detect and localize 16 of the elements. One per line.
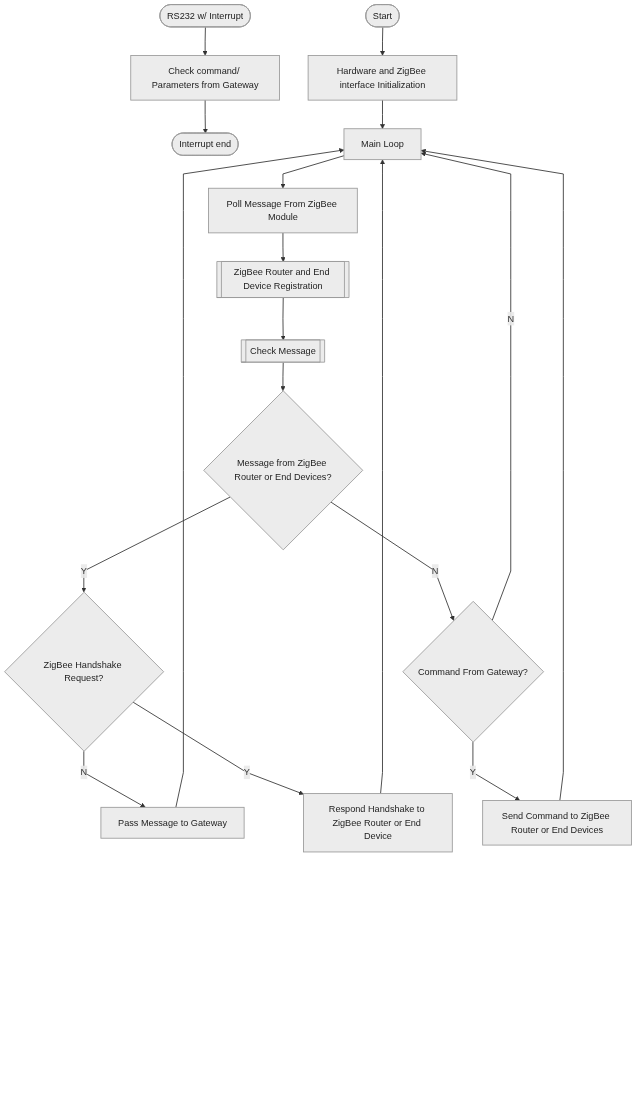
node-box: Pass Message to Gateway	[100, 806, 245, 839]
node-box: Hardware and ZigBee interface Initialization	[307, 55, 458, 101]
node-diamond: ZigBee Handshake Request?	[4, 591, 165, 752]
edge-label: N	[507, 313, 515, 324]
edge-label: Y	[243, 767, 250, 777]
edge-label: N	[80, 767, 88, 777]
edge-label: Y	[80, 565, 87, 576]
node-box: Send Command to ZigBee Router or End Devices	[482, 800, 632, 846]
node-box: Check command/ Parameters from Gateway	[130, 55, 280, 101]
edge-label: Y	[469, 767, 476, 777]
node-box: Poll Message From ZigBee Module	[208, 187, 358, 234]
node-box: Main Loop	[343, 128, 422, 161]
node-diamond: Message from ZigBee Router or End Devices?	[203, 390, 364, 551]
edge-label: N	[431, 565, 439, 576]
node-box: Respond Handshake to ZigBee Router or End Device	[303, 793, 453, 853]
node-diamond: Command From Gateway?	[402, 600, 545, 743]
